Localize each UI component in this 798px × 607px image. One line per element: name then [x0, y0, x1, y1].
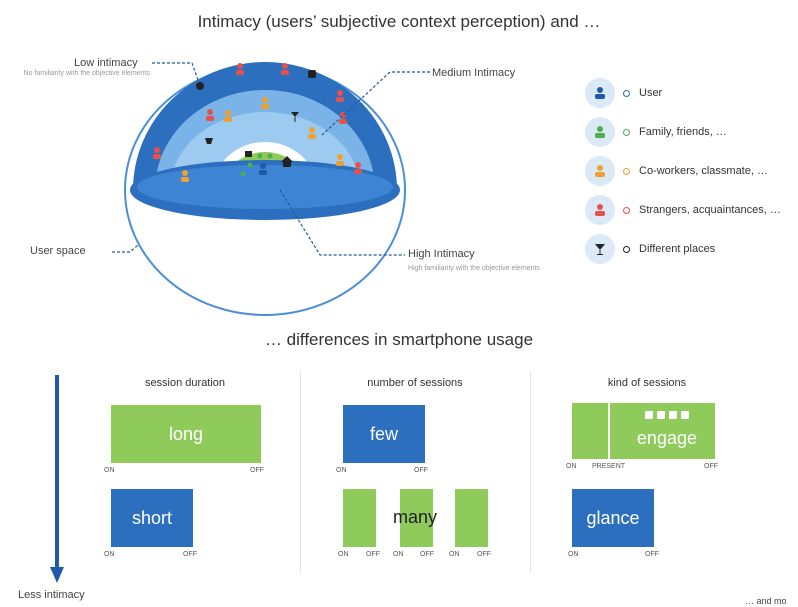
axis-on: ON: [104, 551, 115, 558]
axis-off: OFF: [704, 463, 718, 470]
cart-icon: [205, 138, 213, 144]
axis-on: ON: [449, 551, 460, 558]
down-arrow-icon: [50, 375, 64, 583]
low-intimacy-sub: No familiarity with the objective elemen…: [23, 70, 150, 77]
many-label: many: [393, 507, 438, 527]
long-label: long: [168, 423, 204, 444]
axis-off: OFF: [183, 551, 197, 558]
low-intimacy-label: Low intimacy: [74, 57, 138, 69]
column-divider: [530, 372, 531, 572]
few-label: few: [369, 423, 398, 444]
bottom-title: … differences in smartphone usage: [264, 330, 534, 349]
axis-off: OFF: [477, 551, 491, 558]
legend-label: User: [639, 87, 663, 99]
long-box: long: [111, 405, 261, 463]
home-icon: [281, 156, 293, 167]
legend-label: Different places: [639, 243, 716, 255]
axis-off: OFF: [645, 551, 659, 558]
short-label: short: [131, 507, 173, 528]
medium-intimacy-label: Medium Intimacy: [432, 67, 516, 79]
legend-label: Co-workers, classmate, …: [639, 165, 768, 177]
intimacy-dome-diagram: [112, 62, 430, 316]
many-bar-3: [455, 489, 488, 547]
person-orange-icon: [585, 156, 615, 186]
axis-on: ON: [393, 551, 404, 558]
session-duration-title: session duration: [144, 377, 226, 389]
column-divider: [300, 372, 301, 572]
short-box: short: [111, 489, 193, 547]
axis-on: ON: [568, 551, 579, 558]
few-box: few: [343, 405, 425, 463]
glance-box: glance: [572, 489, 654, 547]
legend-label: Strangers, acquaintances, …: [639, 204, 781, 216]
high-intimacy-label: High Intimacy: [408, 248, 475, 260]
kind-of-sessions-title: kind of sessions: [607, 377, 687, 389]
basket-icon: [669, 411, 677, 419]
mail-icon: [645, 411, 653, 419]
stranger-icons: [153, 63, 362, 174]
legend-item-strangers: Strangers, acquaintances, …: [585, 194, 781, 226]
family-icons: [240, 153, 273, 177]
person-red-icon: [585, 195, 615, 225]
top-title: Intimacy (users’ subjective context perc…: [197, 12, 601, 31]
legend-label: Family, friends, …: [639, 126, 727, 138]
legend-item-places: Different places: [585, 233, 715, 265]
legend-item-coworkers: Co-workers, classmate, …: [585, 155, 768, 187]
high-intimacy-sub: High familiarity with the objective elem…: [408, 265, 540, 272]
axis-on: ON: [104, 467, 115, 474]
user-icon: [585, 78, 615, 108]
cocktail-icon: [585, 234, 615, 264]
coworker-icons: [181, 97, 344, 182]
axis-off: OFF: [414, 467, 428, 474]
app-icons: [645, 411, 689, 419]
axis-on: ON: [336, 467, 347, 474]
bus-icon: [308, 70, 316, 78]
many-bar-2: [400, 489, 433, 547]
person-green-icon: [585, 117, 615, 147]
axis-off: OFF: [366, 551, 380, 558]
place-icons: [196, 70, 316, 167]
user-space-label: User space: [30, 245, 86, 257]
suitcase-icon: [245, 151, 252, 157]
axis-off: OFF: [250, 467, 264, 474]
number-of-sessions-title: number of sessions: [367, 377, 463, 389]
place-icon: [196, 82, 204, 90]
axis-off: OFF: [420, 551, 434, 558]
engage-box: engage: [572, 403, 715, 459]
chat-icon: [657, 411, 665, 419]
glance-label: glance: [586, 507, 640, 528]
axis-on: ON: [566, 463, 577, 470]
cocktail-icon: [291, 112, 299, 122]
axis-on: ON: [338, 551, 349, 558]
many-bar-1: [343, 489, 376, 547]
legend-item-user: User: [585, 77, 662, 109]
engage-label: engage: [636, 427, 697, 448]
axis-present: PRESENT: [592, 463, 626, 470]
video-icon: [681, 411, 689, 419]
less-intimacy-label: Less intimacy: [18, 589, 85, 601]
legend-item-family: Family, friends, …: [585, 116, 727, 148]
and-more-label: … and mo: [745, 596, 787, 606]
